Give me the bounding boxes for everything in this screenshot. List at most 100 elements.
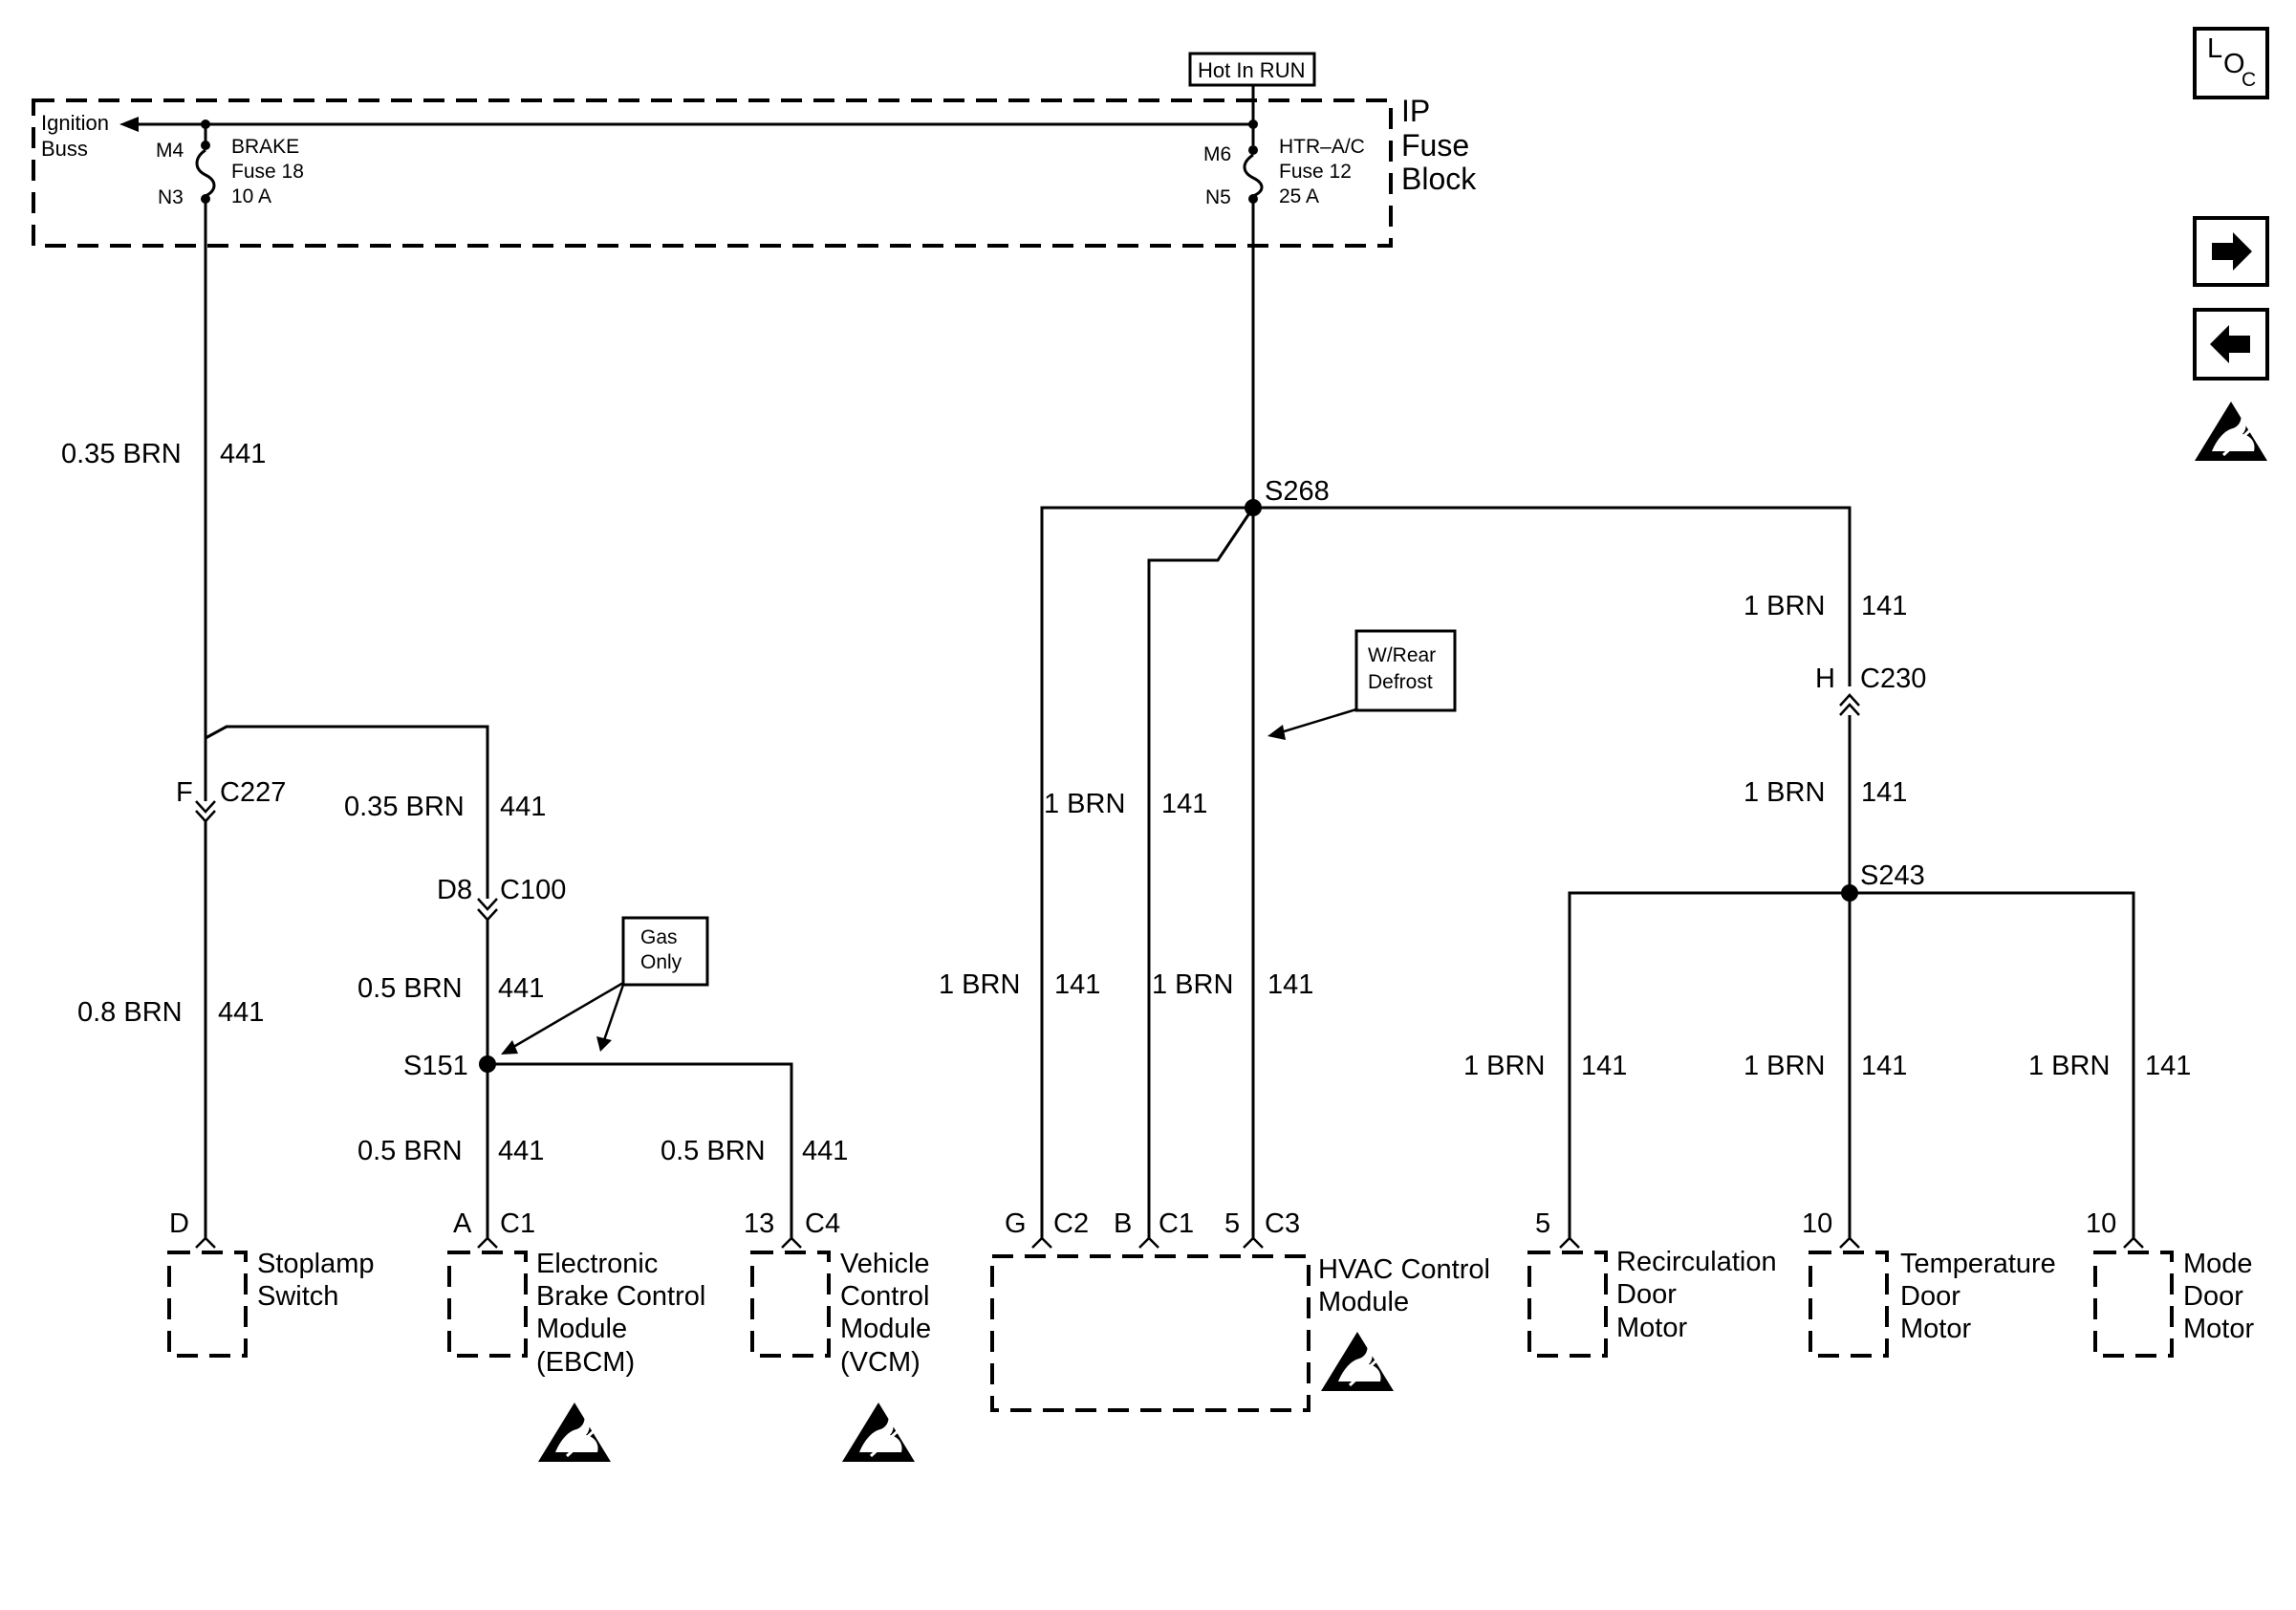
wire-gauge-label: 0.8 BRN (77, 997, 183, 1028)
fuse-block-label: IP (1401, 94, 1430, 128)
arrow-icon (1267, 725, 1286, 740)
location-button-label: L (2207, 33, 2222, 64)
wire-circuit-label: 141 (1267, 969, 1313, 1000)
wire-141-bus (1040, 506, 1852, 1240)
temperature-door-motor-outline (1809, 1251, 1889, 1358)
pin-symbol (1243, 1236, 1264, 1249)
connector-pin: 10 (1802, 1208, 1832, 1239)
fuse-12-pin-top: M6 (1203, 143, 1231, 165)
component-label: Door (1616, 1279, 1677, 1310)
wire-circuit-label: 141 (2145, 1051, 2191, 1081)
component-label: Electronic (536, 1249, 658, 1279)
ignition-arrow-icon (119, 117, 139, 132)
ip-fuse-block-outline (32, 98, 1393, 248)
connector-pin: F (176, 777, 193, 808)
connector-name: C100 (500, 875, 566, 905)
connector-pin: G (1005, 1208, 1027, 1239)
fuse-block-label: Fuse (1401, 128, 1469, 163)
location-button[interactable]: L O C (2193, 27, 2269, 99)
component-label: Stoplamp (257, 1249, 375, 1279)
wire-circuit-label: 141 (1861, 591, 1907, 621)
wire-circuit-label: 441 (218, 997, 264, 1028)
fuse-18-pin-bottom: N3 (158, 186, 184, 208)
pin-symbol (1031, 1236, 1052, 1249)
wire-gauge-label: 1 BRN (2028, 1051, 2110, 1081)
splice-label: S151 (403, 1051, 468, 1081)
wire-gauge-label: 0.5 BRN (357, 1136, 463, 1166)
wire-441-to-c100 (205, 725, 489, 899)
wire-gauge-label: 1 BRN (1744, 591, 1825, 621)
ignition-label: Buss (41, 137, 88, 161)
location-button-label: C (2242, 69, 2256, 91)
gas-only-note: Only (640, 951, 682, 973)
back-button[interactable] (2193, 308, 2269, 381)
component-label: Control (840, 1281, 930, 1312)
arrow-left-icon (2210, 325, 2250, 363)
pin-symbol (195, 1236, 216, 1249)
wire-circuit-label: 141 (1054, 969, 1100, 1000)
wire-circuit-label: 141 (1861, 1051, 1907, 1081)
connector-pin: 13 (744, 1208, 774, 1239)
connector-name: C2 (1053, 1208, 1089, 1239)
pin-symbol (1839, 1236, 1860, 1249)
hvac-control-module-outline (990, 1254, 1310, 1412)
component-label: (EBCM) (536, 1347, 635, 1378)
splice-label: S268 (1265, 476, 1330, 507)
wire-gauge-label: 0.35 BRN (344, 792, 465, 822)
rear-defrost-note: W/Rear (1368, 644, 1436, 666)
component-label: Module (1318, 1287, 1409, 1317)
connector-pin: A (453, 1208, 472, 1239)
component-label: Recirculation (1616, 1247, 1777, 1277)
connector-pin: 5 (1224, 1208, 1240, 1239)
connector-name: C227 (220, 777, 286, 808)
fuse-18-pin-top: M4 (156, 140, 184, 162)
esd-warning-icon (536, 1401, 613, 1464)
connector-c230-symbol (1839, 693, 1860, 716)
component-label: Switch (257, 1281, 338, 1312)
forward-button[interactable] (2193, 216, 2269, 287)
arrow-icon (501, 1040, 518, 1055)
component-label: Door (1900, 1281, 1960, 1312)
component-label: Mode (2183, 1249, 2253, 1279)
component-label: Module (536, 1314, 627, 1344)
component-label: Motor (2183, 1314, 2254, 1344)
connector-c100-symbol (477, 898, 498, 922)
component-label: Module (840, 1314, 931, 1344)
location-button-label: O (2223, 49, 2245, 79)
wire-gauge-label: 1 BRN (1152, 969, 1233, 1000)
wire-gauge-label: 1 BRN (1744, 1051, 1825, 1081)
pin-symbol (477, 1236, 498, 1249)
wire-gauge-label: 1 BRN (1044, 789, 1125, 819)
fuse-18-name: BRAKE (231, 136, 299, 158)
component-label: (VCM) (840, 1347, 921, 1378)
connector-pin: 5 (1535, 1208, 1550, 1239)
component-label: Brake Control (536, 1281, 705, 1312)
wire-circuit-label: 441 (802, 1136, 848, 1166)
wire-141-to-c1 (1147, 507, 1255, 1240)
connector-c227-symbol (195, 800, 216, 823)
component-label: Temperature (1900, 1249, 2056, 1279)
connector-pin: B (1114, 1208, 1132, 1239)
esd-info-button[interactable] (2193, 400, 2269, 463)
fuse-18-rating: 10 A (231, 185, 271, 207)
wire-circuit-label: 441 (220, 439, 266, 469)
gas-only-note-box (621, 916, 709, 987)
connector-name: C3 (1265, 1208, 1300, 1239)
connector-name: C230 (1860, 664, 1926, 694)
connector-pin: D (169, 1208, 189, 1239)
hot-in-run-label: Hot In RUN (1198, 58, 1305, 82)
component-label: Motor (1616, 1313, 1687, 1343)
wire-gauge-label: 1 BRN (939, 969, 1020, 1000)
splice-label: S243 (1860, 860, 1925, 891)
arrow-right-icon (2212, 232, 2252, 271)
stoplamp-switch-outline (167, 1251, 248, 1358)
connector-pin: D8 (437, 875, 472, 905)
wire-circuit-label: 441 (500, 792, 546, 822)
mode-door-motor-outline (2093, 1251, 2174, 1358)
ebcm-outline (447, 1251, 528, 1358)
component-label: Motor (1900, 1314, 1971, 1344)
wire-circuit-label: 141 (1161, 789, 1207, 819)
recirculation-door-motor-outline (1527, 1251, 1608, 1358)
component-label: HVAC Control (1318, 1254, 1490, 1285)
